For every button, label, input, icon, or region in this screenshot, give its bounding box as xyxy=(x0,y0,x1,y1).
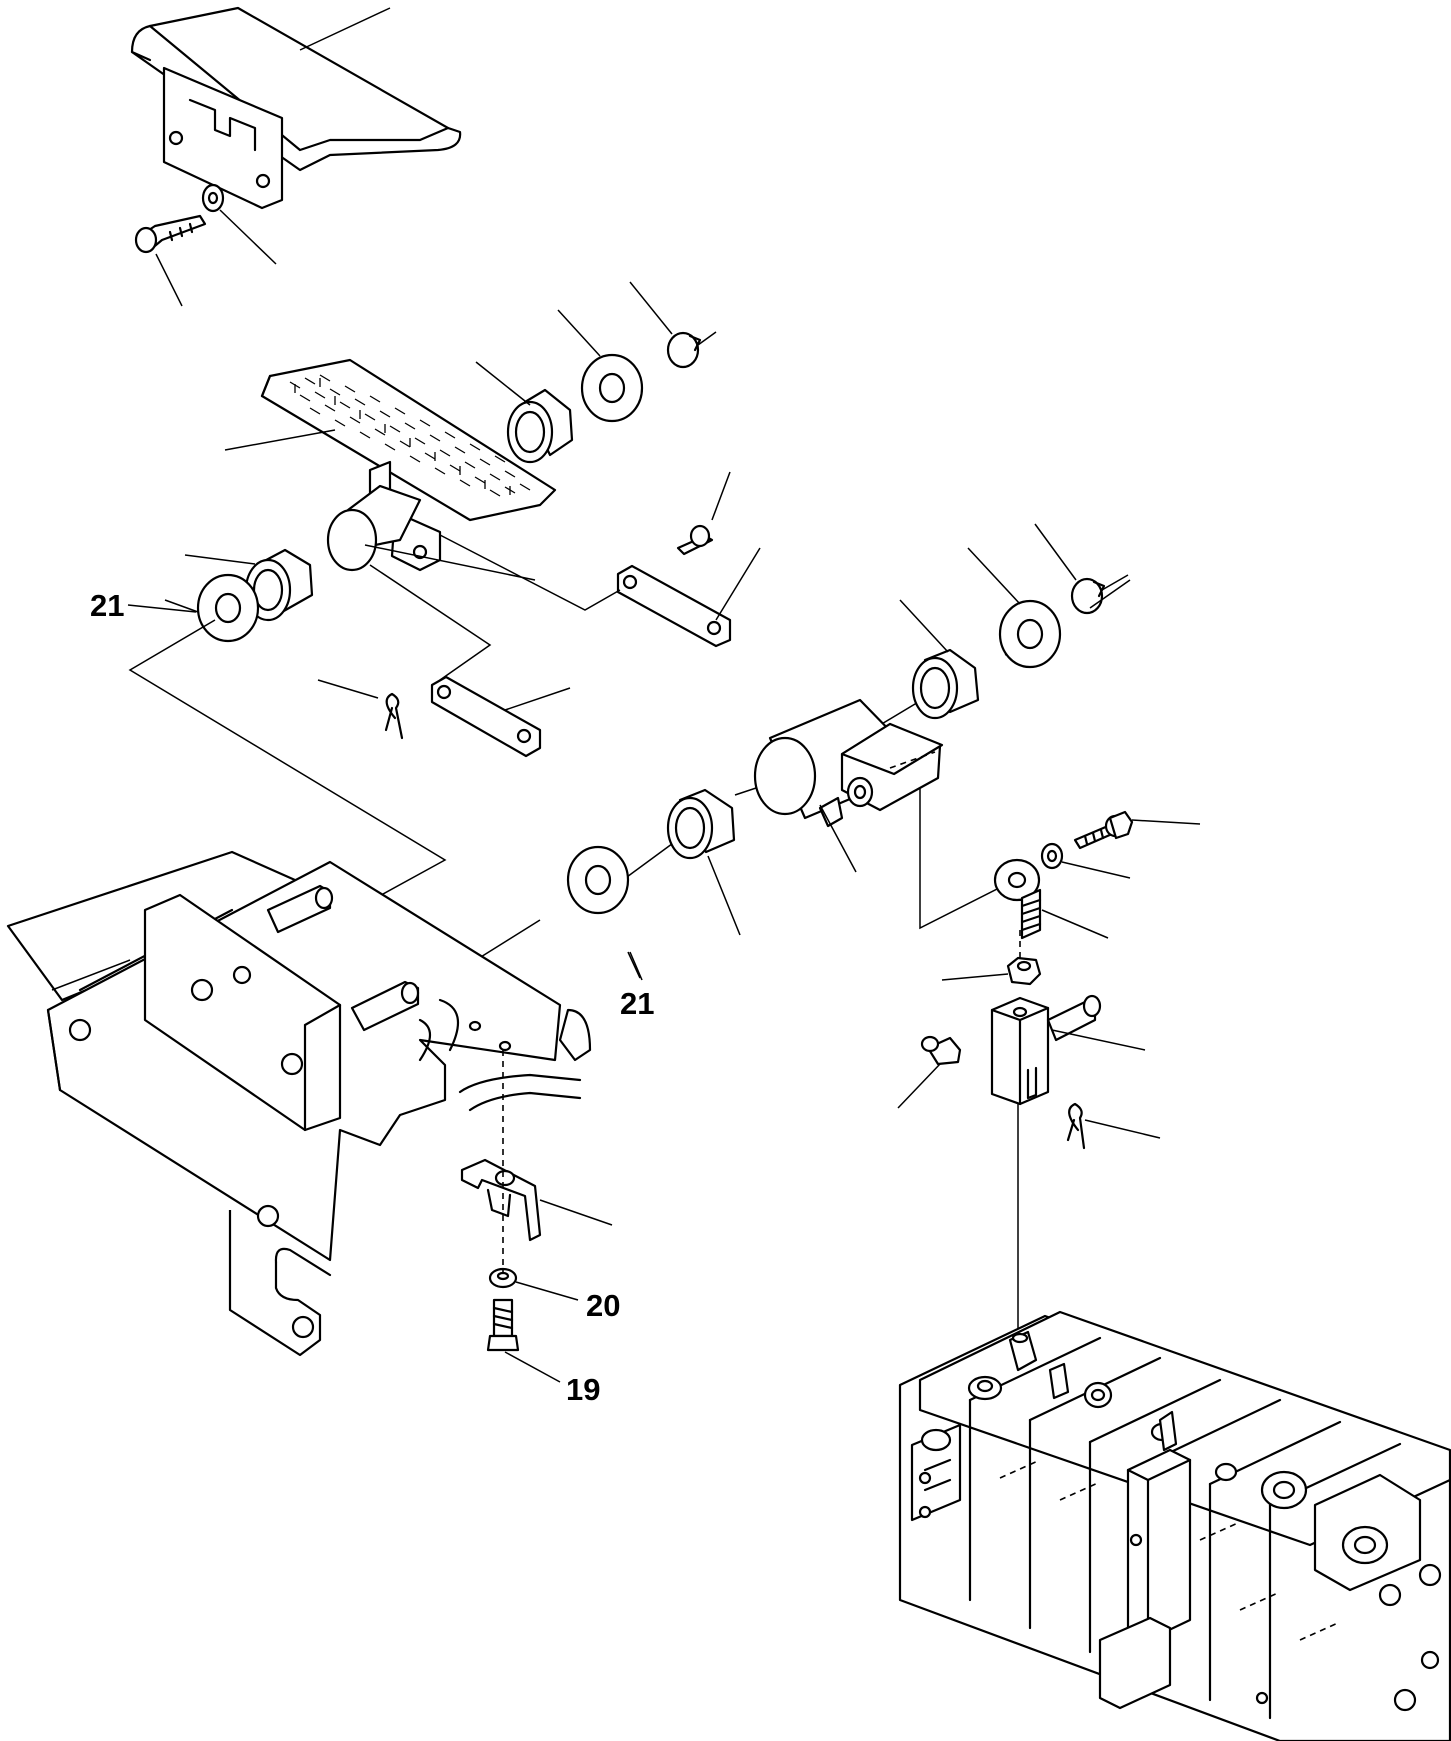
pedal-part xyxy=(224,358,557,572)
shaft-washer-left-part xyxy=(566,845,641,979)
control-valve-block-part xyxy=(898,1310,1451,1741)
cover-bolt-part xyxy=(134,214,207,307)
pedal-circlip-right-part xyxy=(629,281,717,369)
cover-washer-part xyxy=(201,183,277,265)
bolt-right-part xyxy=(1073,810,1201,850)
bolt-19-part xyxy=(486,1298,561,1383)
frame-bracket-part xyxy=(6,850,592,1357)
small-bracket-part xyxy=(460,1158,613,1242)
nut-right-part xyxy=(941,956,1042,986)
callout-20: 20 xyxy=(586,1288,620,1323)
pin-right-part xyxy=(897,1035,962,1109)
shaft-bushing-right-part xyxy=(899,599,980,720)
pedal-bushing-right-part xyxy=(475,361,574,464)
pedal-washer-left-part xyxy=(164,573,260,643)
pedal-washer-right-part xyxy=(557,309,644,423)
rod-end-part xyxy=(993,858,1109,940)
shaft-washer-right-part xyxy=(967,547,1062,669)
cotter-pin-lower-part xyxy=(1066,1102,1161,1150)
cotter-pin-upper-part xyxy=(317,679,404,740)
leader-21-upper xyxy=(127,604,197,613)
callout-19: 19 xyxy=(566,1372,600,1407)
shaft-housing-part xyxy=(753,698,944,873)
washer-right-part xyxy=(1040,842,1131,879)
shaft-bushing-left-part xyxy=(666,788,741,936)
clevis-part xyxy=(990,994,1146,1106)
hinged-cover-part xyxy=(130,6,462,210)
link-plate-lower-part xyxy=(430,675,571,758)
leader-21-lower xyxy=(629,951,643,981)
callout-21-lower: 21 xyxy=(620,986,654,1021)
washer-20-part xyxy=(488,1267,579,1301)
callout-21-upper: 21 xyxy=(90,588,124,623)
shaft-circlip-right-part xyxy=(1034,523,1129,615)
link-plate-upper-part xyxy=(616,471,761,648)
